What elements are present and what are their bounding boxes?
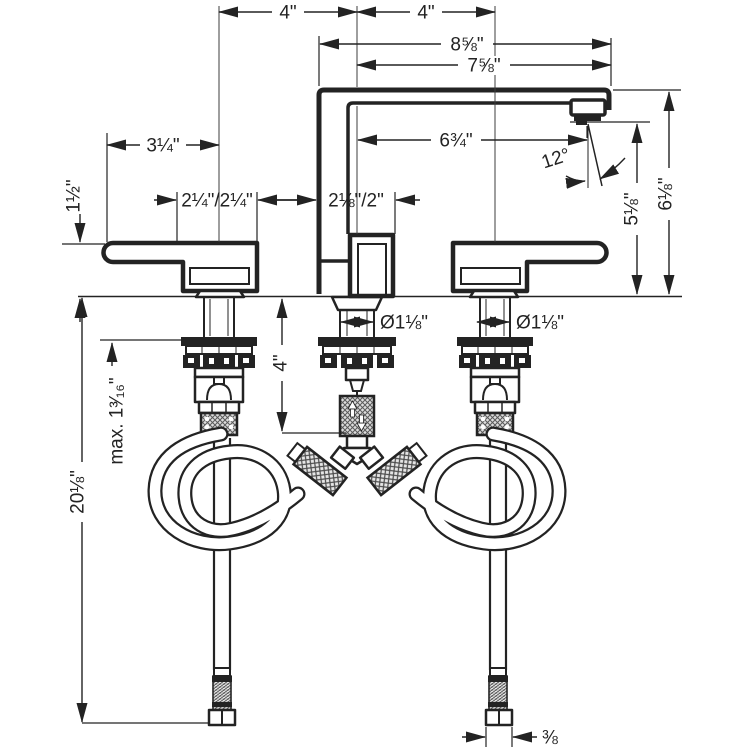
dim-spray-angle-label: 12° xyxy=(539,145,573,174)
dim-spread-right-label: 4" xyxy=(417,3,434,24)
aerator xyxy=(574,114,601,121)
center-shank-assembly xyxy=(318,295,396,470)
right-branch-connector xyxy=(365,441,428,497)
dim-spread-left-label: 4" xyxy=(279,3,296,24)
dim-max-counter-thickness-label: max. 1³⁄₁₆" xyxy=(107,377,128,464)
dim-spout-overall-label: 8⅝" xyxy=(450,35,483,56)
right-supply-fitting xyxy=(484,667,514,727)
dim-shank-clearance-label: 4" xyxy=(271,354,292,371)
dim-hole-diameter-side-label: Ø1⅛" xyxy=(516,313,564,334)
dim-spout-to-outlet-label: 7⅝" xyxy=(467,56,500,77)
dim-handle-height-label: 1½" xyxy=(64,179,85,212)
spout-tip xyxy=(569,98,607,117)
anti-twist-connector xyxy=(338,394,376,438)
left-branch-connector xyxy=(286,441,349,497)
flow-direction-arrows-icon xyxy=(347,400,367,432)
dim-handle-length-label: 3¼" xyxy=(146,136,179,157)
dimension-labels: 4" 4" 8⅝" 7⅝" 6¾" 3¼" 2¼"/2¼" 2⅛"/2" 1½"… xyxy=(64,3,677,749)
left-handle xyxy=(101,240,260,299)
dim-spout-height-label: 6⅛" xyxy=(656,177,677,210)
left-valve-assembly xyxy=(181,297,257,437)
supply-hoses xyxy=(212,438,508,670)
right-hose-loop xyxy=(408,426,567,552)
dim-spout-footprint-label: 2⅛"/2" xyxy=(328,191,384,212)
dim-supply-hose-length-label: 20⅛" xyxy=(68,470,89,514)
dim-outlet-height-label: 5⅛" xyxy=(622,192,643,225)
dim-supply-connection-label: ⅜ xyxy=(542,728,558,749)
right-handle xyxy=(450,240,609,299)
left-hose-loop xyxy=(147,426,306,552)
dim-hole-diameter-center-label: Ø1⅛" xyxy=(380,313,428,334)
left-supply-fitting xyxy=(207,667,237,727)
dim-handle-footprint-label: 2¼"/2¼" xyxy=(181,191,253,212)
spout xyxy=(316,87,612,299)
dim-aerator-reach-label: 6¾" xyxy=(439,131,472,152)
